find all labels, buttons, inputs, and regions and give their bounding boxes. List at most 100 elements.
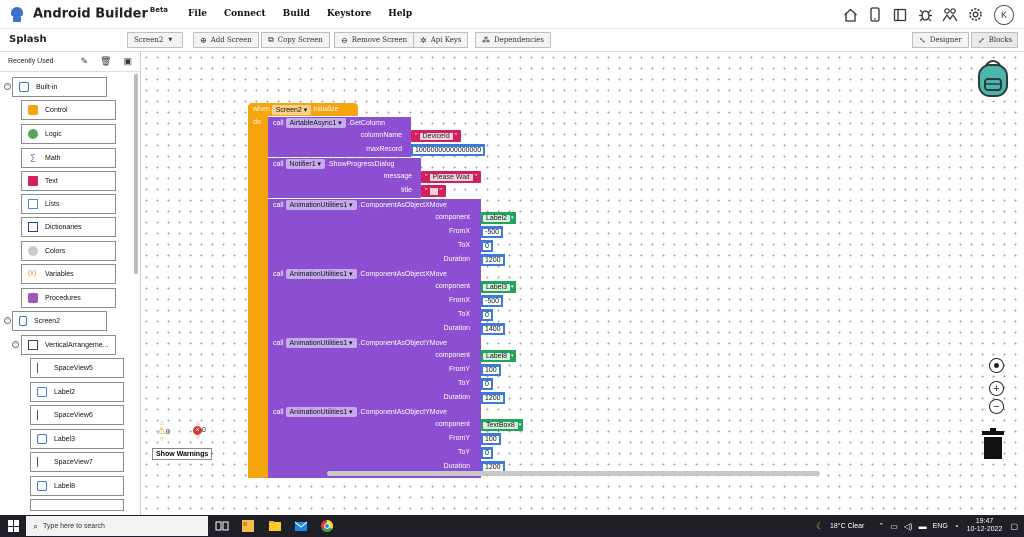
component-textbox8[interactable]: TextBox8 ▾ xyxy=(481,419,524,431)
mail-icon[interactable] xyxy=(294,519,308,533)
home-icon[interactable] xyxy=(842,7,858,23)
recenter-icon[interactable] xyxy=(989,358,1004,373)
tree-vertical-arrangement[interactable]: VerticalArrangeme... xyxy=(21,335,116,355)
backpack-icon[interactable] xyxy=(974,57,1012,97)
recently-used-label[interactable]: Recently Used xyxy=(8,58,54,65)
windows-start-icon[interactable] xyxy=(8,520,20,532)
number-toy[interactable]: 0 xyxy=(481,378,493,390)
weather-text[interactable]: 18°C Clear xyxy=(830,522,865,530)
network-icon[interactable]: ▭ xyxy=(890,521,898,531)
category-control[interactable]: Control xyxy=(21,100,116,120)
menu-file[interactable]: File xyxy=(188,9,207,19)
user-avatar[interactable]: K xyxy=(994,4,1014,25)
category-procedures[interactable]: Procedures xyxy=(21,288,116,308)
battery-icon[interactable]: ▬ xyxy=(918,521,927,531)
string-please-wait[interactable]: "Please Wait" xyxy=(421,171,482,183)
palette-scrollbar[interactable] xyxy=(134,74,138,274)
category-math[interactable]: ∑Math xyxy=(21,148,116,168)
component-label3[interactable]: Label3 ▾ xyxy=(481,281,516,293)
call-animation-ymove-textbox8[interactable]: call AnimationUtilities1 ▾ .ComponentAsO… xyxy=(268,406,481,418)
pencil-icon[interactable]: ✎ xyxy=(80,56,89,66)
call-notifier-showprogressdialog[interactable]: call Notifier1 ▾ .ShowProgressDialog xyxy=(268,158,421,170)
widgets-icon[interactable] xyxy=(241,519,255,533)
category-text[interactable]: Text xyxy=(21,171,116,191)
file-explorer-icon[interactable] xyxy=(268,519,282,533)
number-duration[interactable]: 1200 xyxy=(481,461,505,473)
settings-icon[interactable] xyxy=(967,7,983,23)
menu-build[interactable]: Build xyxy=(282,9,310,19)
taskbar-clock[interactable]: 19:47 10-12-2022 xyxy=(967,518,1003,534)
tree-item-partial[interactable] xyxy=(30,499,124,511)
task-view-icon[interactable] xyxy=(215,519,229,533)
animation-component-dropdown[interactable]: AnimationUtilities1 ▾ xyxy=(285,338,357,348)
call-animation-xmove-label2[interactable]: call AnimationUtilities1 ▾ .ComponentAsO… xyxy=(268,199,481,211)
tree-spaceview5[interactable]: SpaceView5 xyxy=(30,358,124,378)
category-colors[interactable]: Colors xyxy=(21,241,116,261)
number-fromx[interactable]: -500 xyxy=(481,295,504,307)
zoom-out-icon[interactable]: − xyxy=(989,399,1004,414)
add-screen-button[interactable]: ⊕Add Screen xyxy=(193,32,259,48)
remove-screen-button[interactable]: ⊖Remove Screen xyxy=(334,32,415,48)
api-keys-button[interactable]: ✲Api Keys xyxy=(413,32,469,48)
screen2-collapse-toggle[interactable]: − xyxy=(4,317,11,324)
notifier-component-dropdown[interactable]: Notifier1 ▾ xyxy=(285,159,326,169)
designer-button[interactable]: ⤡Designer xyxy=(912,32,969,48)
trash-can-icon[interactable] xyxy=(981,428,1005,460)
chevron-up-icon[interactable]: ⌃ xyxy=(878,523,885,530)
book-icon[interactable] xyxy=(892,7,908,23)
notifications-icon[interactable]: ▢ xyxy=(1010,521,1018,531)
arrangement-collapse-toggle[interactable]: − xyxy=(12,341,19,348)
number-duration[interactable]: 1200 xyxy=(481,254,505,266)
number-toy[interactable]: 0 xyxy=(481,447,493,459)
phone-icon[interactable] xyxy=(867,7,883,23)
speaker-icon[interactable]: ◁) xyxy=(903,521,913,531)
menu-help[interactable]: Help xyxy=(388,9,413,19)
builtin-collapse-toggle[interactable]: − xyxy=(4,83,11,90)
chrome-icon[interactable] xyxy=(320,519,334,533)
language-indicator[interactable]: ENG xyxy=(932,522,948,530)
dependencies-button[interactable]: ⁂Dependencies xyxy=(475,32,551,48)
menu-connect[interactable]: Connect xyxy=(224,9,266,19)
string-title-empty[interactable]: "" xyxy=(421,185,446,197)
category-dictionaries[interactable]: Dictionaries xyxy=(21,217,116,237)
tree-spaceview7[interactable]: SpaceView7 xyxy=(30,452,124,472)
bug-icon[interactable] xyxy=(917,7,933,23)
copy-screen-button[interactable]: ⧉Copy Screen xyxy=(261,32,330,48)
component-label2[interactable]: Label2 ▾ xyxy=(481,212,516,224)
number-fromy[interactable]: 100 xyxy=(481,433,501,445)
string-deviceid[interactable]: "DeviceId" xyxy=(411,130,462,142)
error-indicator[interactable]: △ ×0 ▽ xyxy=(193,420,206,441)
category-variables[interactable]: (x)Variables xyxy=(21,264,116,284)
animation-component-dropdown[interactable]: AnimationUtilities1 ▾ xyxy=(285,200,357,210)
tree-builtin[interactable]: Built-in xyxy=(12,77,107,97)
warning-indicator[interactable]: △ ⚠0 ▽ xyxy=(157,420,170,443)
screen-selector-dropdown[interactable]: Screen2▼ xyxy=(127,32,183,48)
number-duration[interactable]: 1400 xyxy=(481,323,505,335)
airtable-component-dropdown[interactable]: AirtableAsync1 ▾ xyxy=(285,118,346,128)
component-label8[interactable]: Label8 ▾ xyxy=(481,350,516,362)
category-logic[interactable]: Logic xyxy=(21,124,116,144)
tree-label3[interactable]: Label3 xyxy=(30,429,124,449)
show-warnings-button[interactable]: Show Warnings xyxy=(152,448,213,460)
number-fromy[interactable]: 100 xyxy=(481,364,501,376)
category-lists[interactable]: Lists xyxy=(21,194,116,214)
wifi-icon[interactable]: ◔ xyxy=(953,521,959,531)
tree-label8[interactable]: Label8 xyxy=(30,476,124,496)
number-duration[interactable]: 1200 xyxy=(481,392,505,404)
taskbar-search-box[interactable]: ⌕ Type here to search xyxy=(26,516,208,536)
users-icon[interactable] xyxy=(942,7,958,23)
blocks-button[interactable]: ⤢Blocks xyxy=(971,32,1018,48)
trash-icon[interactable]: 🗑 xyxy=(100,56,112,66)
event-block-screen2-initialize[interactable]: when Screen2 ▾ Initialize xyxy=(248,103,358,116)
number-maxrecord[interactable]: 10000000000000000 xyxy=(411,144,486,156)
number-tox[interactable]: 0 xyxy=(481,309,493,321)
tree-screen2[interactable]: Screen2 xyxy=(12,311,107,331)
number-fromx[interactable]: -500 xyxy=(481,226,504,238)
call-animation-ymove-label8[interactable]: call AnimationUtilities1 ▾ .ComponentAsO… xyxy=(268,337,481,349)
call-airtable-getcolumn[interactable]: call AirtableAsync1 ▾ .GetColumn xyxy=(268,117,411,129)
menu-keystore[interactable]: Keystore xyxy=(326,9,372,19)
animation-component-dropdown[interactable]: AnimationUtilities1 ▾ xyxy=(285,269,357,279)
workspace-horizontal-scrollbar[interactable] xyxy=(327,471,820,476)
call-animation-xmove-label3[interactable]: call AnimationUtilities1 ▾ .ComponentAsO… xyxy=(268,268,481,280)
tree-label2[interactable]: Label2 xyxy=(30,382,124,402)
